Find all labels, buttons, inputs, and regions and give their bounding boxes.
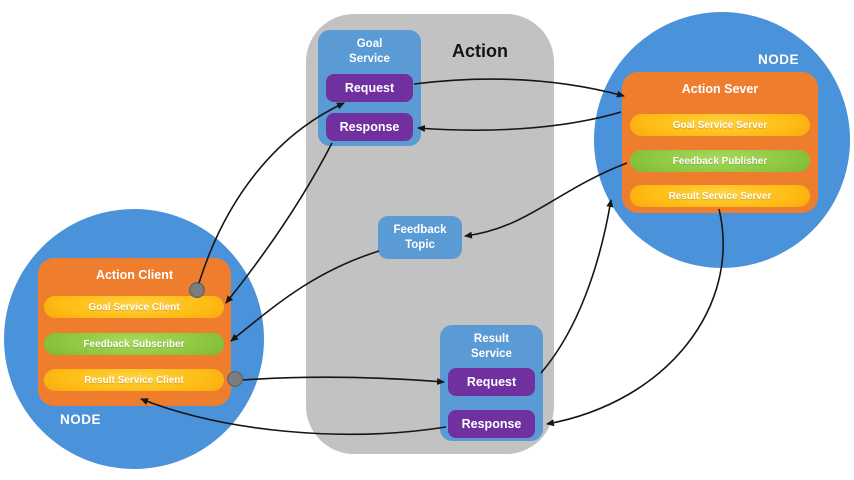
result-service-title: Result Service <box>471 333 512 360</box>
goal-response-button: Response <box>326 113 413 141</box>
pill-goal-service-server: Goal Service Server <box>630 114 810 136</box>
action-client-title: Action Client <box>95 268 174 282</box>
goal-service-title: Goal Service <box>349 38 390 65</box>
action-server-title: Action Sever <box>681 82 759 96</box>
connector-dot-result <box>227 371 243 387</box>
action-client-group: Action Client Goal Service Client Feedba… <box>38 258 231 406</box>
feedback-topic-box: Feedback Topic <box>378 216 462 259</box>
client-node-label: NODE <box>60 412 102 427</box>
feedback-topic-title: Feedback Topic <box>393 223 447 251</box>
result-request-button: Request <box>448 368 535 396</box>
pill-goal-service-client: Goal Service Client <box>44 296 224 318</box>
result-response-button: Response <box>448 410 535 438</box>
pill-result-service-client: Result Service Client <box>44 369 224 391</box>
connector-dot-goal <box>189 282 205 298</box>
goal-service-box: Goal Service Request Response <box>318 30 421 146</box>
action-panel-title: Action <box>452 41 508 61</box>
action-server-group: Action Sever Goal Service Server Feedbac… <box>622 72 818 213</box>
server-node-label: NODE <box>758 52 800 67</box>
goal-request-button: Request <box>326 74 413 102</box>
pill-result-service-server: Result Service Server <box>630 185 810 207</box>
pill-feedback-subscriber: Feedback Subscriber <box>44 333 224 355</box>
result-service-box: Result Service Request Response <box>440 325 543 441</box>
pill-feedback-publisher: Feedback Publisher <box>630 150 810 172</box>
